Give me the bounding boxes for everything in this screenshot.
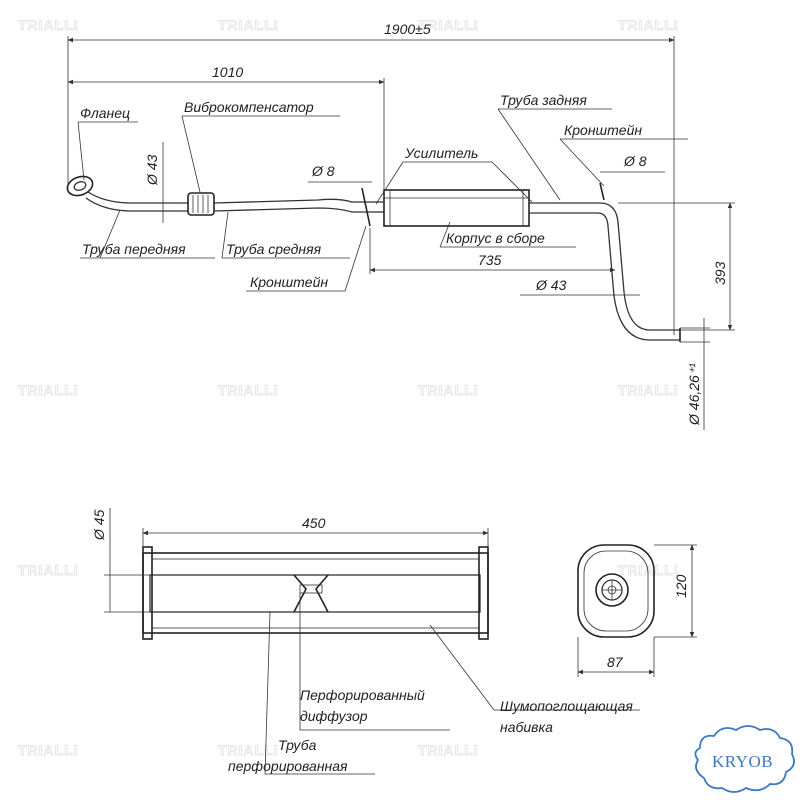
absorbent-label-1: Шумопоглощающая [500,698,633,714]
watermark-text: TRIALLI [418,382,479,398]
watermark-text: TRIALLI [218,17,279,33]
watermark-text: TRIALLI [18,382,79,398]
dimension-lines-top [67,36,735,430]
exhaust-assembly-view [66,175,681,342]
watermark-text: TRIALLI [418,17,479,33]
overall-length-dim: 1900±5 [384,21,431,37]
watermark-grid: TRIALLI TRIALLI TRIALLI TRIALLI TRIALLI … [18,17,679,759]
muffler-end-view [577,544,655,638]
muffler-body-part [383,189,530,227]
kryob-logo-text: KRYOB [712,752,773,771]
body-assembly-label: Корпус в сборе [446,230,545,246]
bracket-bottom-label: Кронштейн [250,274,328,290]
rear-pipe-shape [529,202,680,331]
end-height-dim: 120 [673,574,689,598]
watermark-text: TRIALLI [418,742,479,758]
watermark-text: TRIALLI [618,17,679,33]
bracket-dia-right-dim: Ø 8 [623,153,647,169]
vibro-compensator-label: Виброкомпенсатор [184,99,314,115]
height-dim: 393 [712,261,728,285]
rear-pipe-label: Труба задняя [500,92,587,108]
perforated-pipe-label-1: Труба [278,737,317,753]
front-pipe-label: Труба передняя [82,241,186,257]
bracket-dia-left-dim: Ø 8 [311,163,335,179]
dimension-lines-section [104,508,489,613]
tail-dia-dim: Ø 43 [535,277,567,293]
section-length-dim: 450 [302,515,326,531]
watermark-text: TRIALLI [18,17,79,33]
flange-label: Фланец [80,105,130,121]
watermark-text: TRIALLI [218,742,279,758]
vibro-compensator-part [187,192,215,216]
middle-pipe-label: Труба средняя [226,241,322,257]
bracket-shape-right [599,182,605,201]
kryob-logo: KRYOB [694,725,795,793]
leader-lines-section [264,593,640,775]
watermark-text: TRIALLI [18,562,79,578]
watermark-text: TRIALLI [218,382,279,398]
absorbent-label-2: набивка [500,719,553,735]
body-length-dim: 735 [478,252,502,268]
perforated-pipe-label-2: перфорированная [228,758,348,774]
perforated-diffuser-label-2: диффузор [300,708,368,724]
leader-lines-top [77,108,688,292]
middle-pipe-shape [213,198,372,204]
section-dia-dim: Ø 45 [91,509,107,541]
bracket-shape-left [361,187,371,227]
front-length-dim: 1010 [212,64,243,80]
flange-dia-dim: Ø 43 [144,154,160,186]
watermark-text: TRIALLI [618,382,679,398]
end-width-dim: 87 [607,654,624,670]
amplifier-label: Усилитель [404,145,478,161]
dimension-lines-end [577,544,697,677]
perforated-diffuser-label-1: Перфорированный [300,687,425,703]
outlet-dia-dim: Ø 46,26⁺¹ [686,363,702,426]
flange-part [66,175,94,197]
watermark-text: TRIALLI [18,742,79,758]
muffler-section-view [142,546,489,640]
bracket-top-label: Кронштейн [564,122,642,138]
front-pipe-shape [87,191,188,204]
